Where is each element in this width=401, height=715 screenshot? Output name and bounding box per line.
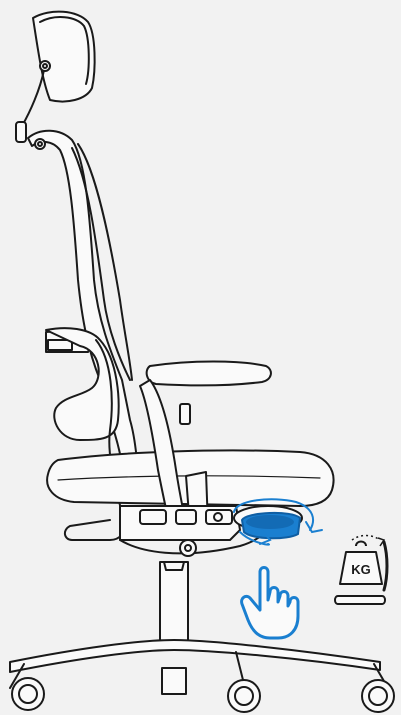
caster-right <box>361 679 395 713</box>
hand-pointer-icon <box>240 566 300 640</box>
headrest <box>15 10 96 143</box>
gas-cylinder <box>159 561 189 643</box>
caster-left <box>11 677 45 711</box>
backrest-frame <box>27 129 141 501</box>
weight-kg-label: KG <box>351 562 371 577</box>
caster-middle <box>227 679 261 713</box>
chair-base <box>9 639 389 695</box>
weight-kg-icon: KG <box>334 534 389 605</box>
rotate-arrow-icon <box>233 498 323 546</box>
tension-knob[interactable] <box>233 505 303 540</box>
